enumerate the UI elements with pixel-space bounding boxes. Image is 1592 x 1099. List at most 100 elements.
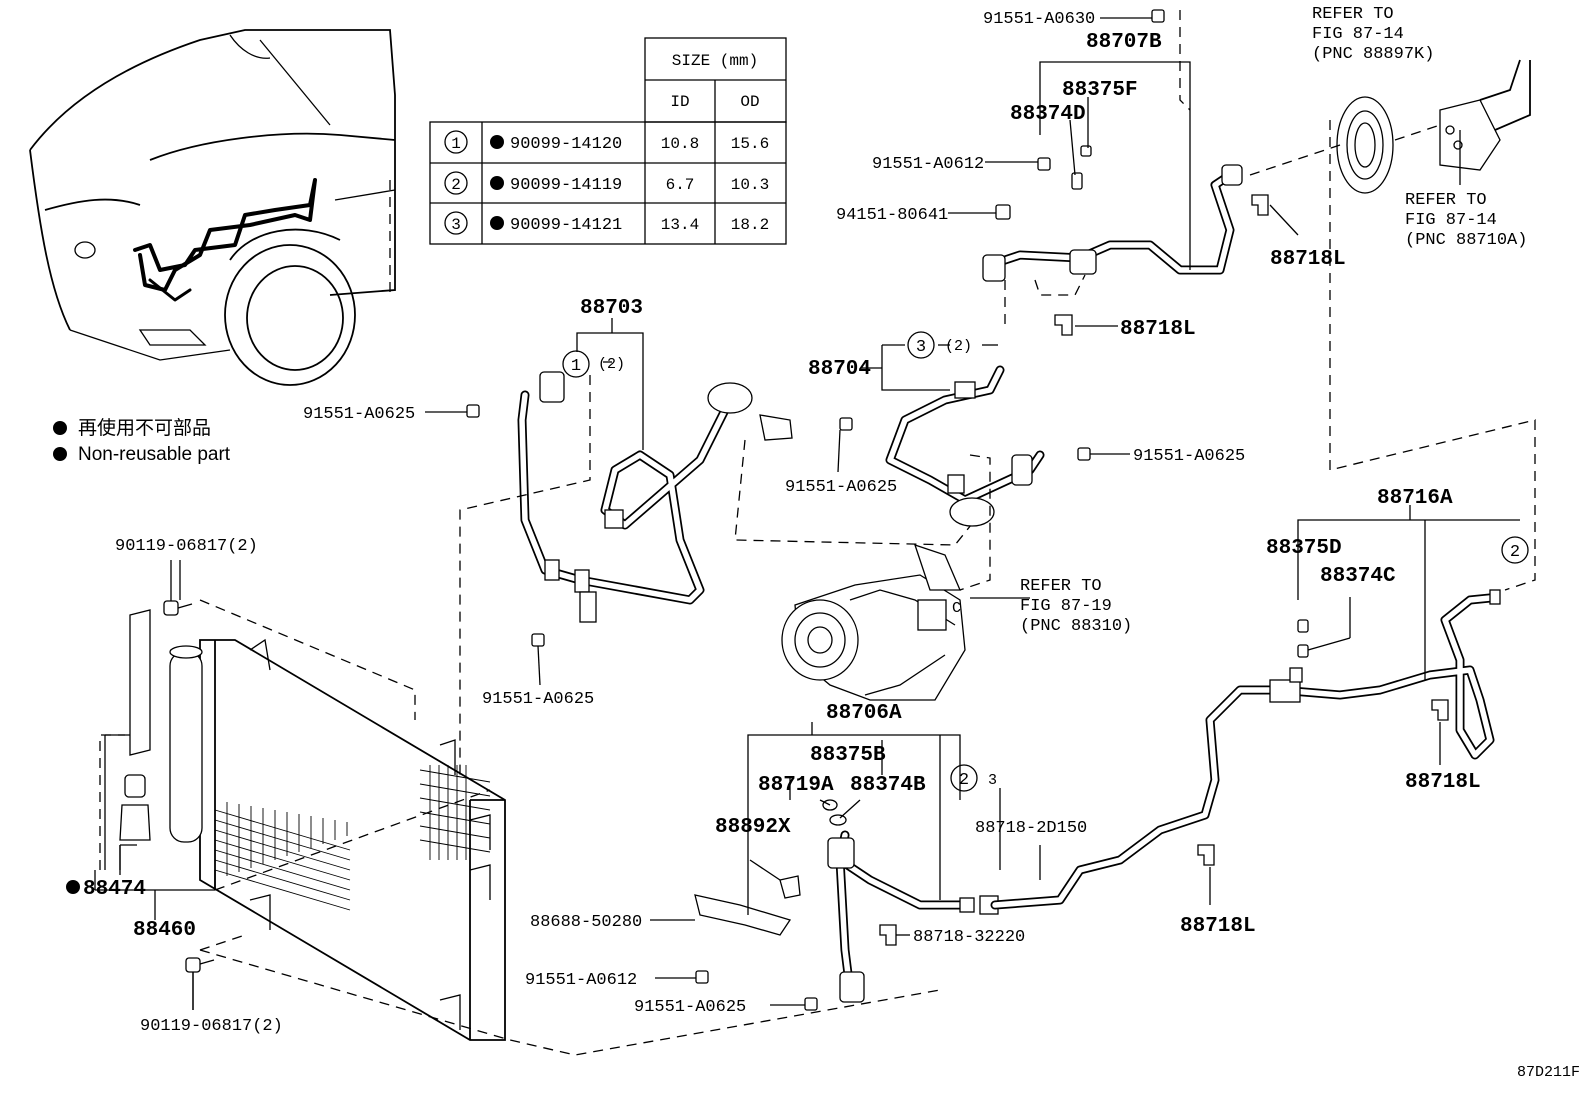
table-row-od: 18.2	[731, 216, 769, 234]
legend-bullet-icon	[53, 447, 67, 461]
od-header: OD	[740, 93, 759, 111]
label-88718L: 88718L	[1270, 248, 1346, 271]
id-header: ID	[670, 93, 689, 111]
label-94151-80641: 94151-80641	[836, 206, 948, 225]
label-90119-06817: 90119-06817(2)	[115, 537, 258, 556]
label-88688-50280: 88688-50280	[530, 913, 642, 932]
figure-code: 87D211F	[1517, 1064, 1580, 1081]
valve-icon	[1297, 644, 1309, 658]
label-88474: 88474	[83, 878, 146, 901]
clip-icon	[879, 924, 897, 946]
label-88374D: 88374D	[1010, 103, 1086, 126]
label-88718-32220: 88718-32220	[913, 928, 1025, 947]
label-88718L: 88718L	[1120, 318, 1196, 341]
valve-icon	[1297, 619, 1309, 633]
svg-text:2: 2	[959, 771, 969, 790]
label-91551-A0612: 91551-A0612	[872, 155, 984, 174]
refer-label-3: (PNC 88710A)	[1405, 231, 1527, 250]
label-91551-A0612: 91551-A0612	[525, 971, 637, 990]
label-91551-A0625: 91551-A0625	[634, 998, 746, 1017]
table-row-part: 90099-14121	[510, 216, 622, 235]
bolt-icon	[531, 633, 545, 647]
circle-mark-2-qty: 3	[988, 772, 997, 789]
table-row-od: 15.6	[731, 135, 769, 153]
non-reusable-bullet-icon	[490, 135, 504, 149]
circle-mark-1: 1	[562, 350, 590, 378]
valve-icon	[1080, 145, 1092, 157]
bolt-icon	[466, 404, 480, 418]
clip-icon	[1197, 844, 1215, 866]
refer-label-1: REFER TO	[1020, 577, 1102, 596]
refer-label-1: REFER TO	[1312, 5, 1394, 24]
label-91551-A0630: 91551-A0630	[983, 10, 1095, 29]
label-88718-2D150: 88718-2D150	[975, 819, 1087, 838]
table-row-id: 13.4	[661, 216, 699, 234]
hose-fitting-illustration	[1249, 59, 1531, 194]
label-91551-A0625: 91551-A0625	[482, 690, 594, 709]
legend: 再使用不可部品 Non-reusable part	[53, 417, 231, 465]
circle-mark-1-qty: (2)	[598, 356, 625, 373]
refer-label-2: FIG 87-19	[1020, 597, 1112, 616]
refer-label-2: FIG 87-14	[1312, 25, 1404, 44]
label-91551-A0625: 91551-A0625	[1133, 447, 1245, 466]
non-reusable-bullet-icon	[490, 176, 504, 190]
label-88716A: 88716A	[1377, 487, 1453, 510]
table-row-part: 90099-14120	[510, 135, 622, 154]
clip-icon	[779, 875, 801, 899]
circle-mark-3: 3	[907, 331, 935, 359]
leader-lines	[119, 17, 1520, 1010]
car-illustration	[29, 29, 396, 386]
size-table: SIZE (mm) ID OD 1 90099-14120 10.8 15.6 …	[429, 37, 787, 245]
label-88704: 88704	[808, 358, 871, 381]
pipe-88716A	[990, 589, 1501, 910]
bolt-icon	[1151, 9, 1165, 23]
pipe-88703	[517, 371, 793, 623]
label-88892X: 88892X	[715, 816, 791, 839]
label-88718L: 88718L	[1180, 915, 1256, 938]
bolt-icon	[804, 997, 818, 1011]
bolt-icon	[695, 970, 709, 984]
label-90119-06817: 90119-06817(2)	[140, 1017, 283, 1036]
bolt-icon	[185, 957, 215, 1010]
bolt-icon	[163, 560, 193, 616]
nut-icon	[995, 204, 1011, 220]
label-88718L: 88718L	[1405, 771, 1481, 794]
label-88706A: 88706A	[826, 702, 902, 725]
bolt-icon	[1037, 157, 1051, 171]
pipe-88707B	[982, 164, 1243, 282]
pipe-88704	[885, 365, 1045, 527]
circle-mark-2: 2	[1501, 536, 1529, 564]
refer-label-3: (PNC 88310)	[1020, 617, 1132, 636]
label-88374C: 88374C	[1320, 565, 1396, 588]
table-row-index: 1	[451, 135, 461, 153]
compressor-illustration: C	[781, 543, 966, 701]
condenser-fin-grid	[214, 765, 491, 911]
label-88707B: 88707B	[1086, 31, 1162, 54]
label-88460: 88460	[133, 919, 196, 942]
svg-text:2: 2	[1510, 543, 1520, 562]
refer-label-3: (PNC 88897K)	[1312, 45, 1434, 64]
bolt-icon	[1077, 447, 1091, 461]
valve-icon	[1071, 172, 1083, 190]
refer-label-2: FIG 87-14	[1405, 211, 1497, 230]
bracket-icon	[694, 894, 792, 936]
legend-bullet-icon	[53, 421, 67, 435]
non-reusable-bullet-icon	[490, 216, 504, 230]
svg-text:3: 3	[916, 338, 926, 357]
refer-label-1: REFER TO	[1405, 191, 1487, 210]
size-header: SIZE (mm)	[672, 52, 758, 70]
bolt-icon	[839, 417, 853, 431]
circle-mark-3-qty: (2)	[945, 338, 972, 355]
non-reusable-bullet-icon	[66, 880, 80, 894]
legend-jp: 再使用不可部品	[78, 417, 211, 439]
table-row-index: 2	[451, 176, 461, 194]
table-row-id: 6.7	[666, 176, 695, 194]
label-91551-A0625: 91551-A0625	[303, 405, 415, 424]
clip-icon	[1251, 194, 1269, 216]
label-88374B: 88374B	[850, 774, 926, 797]
label-88375D: 88375D	[1266, 537, 1342, 560]
label-88719A: 88719A	[758, 774, 834, 797]
legend-en: Non-reusable part	[78, 444, 231, 465]
table-row-od: 10.3	[731, 176, 769, 194]
